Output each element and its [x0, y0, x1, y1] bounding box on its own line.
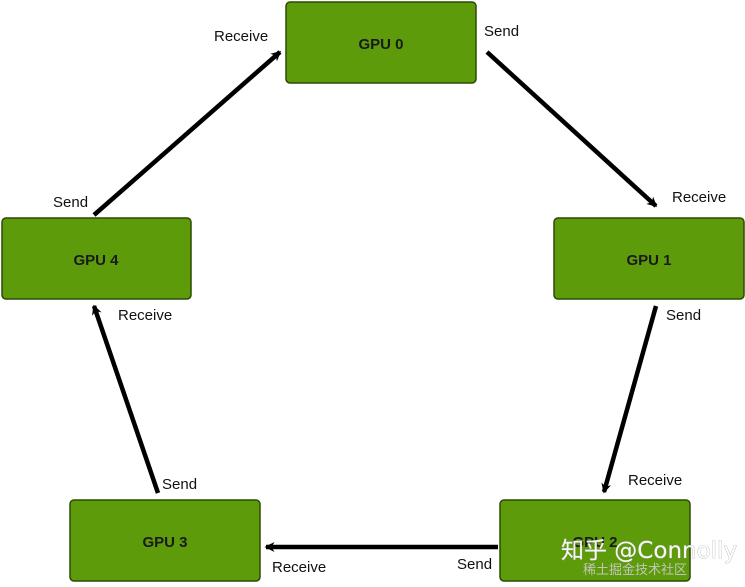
receive-label: Receive — [672, 189, 726, 206]
node-gpu2: GPU 2 — [499, 499, 691, 582]
watermark-subtext: 稀土掘金技术社区 — [583, 562, 687, 578]
edge-gpu3-to-gpu4 — [91, 304, 161, 494]
edge-gpu1-to-gpu2 — [601, 305, 659, 494]
edges — [91, 50, 659, 552]
node-gpu0: GPU 0 — [285, 1, 477, 84]
receive-label: Receive — [628, 472, 682, 489]
node-label: GPU 1 — [626, 252, 671, 269]
node-box — [499, 499, 691, 582]
edge-labels: Send Receive Send Receive Send Receive S… — [53, 23, 726, 576]
receive-label: Receive — [214, 28, 268, 45]
send-label: Send — [53, 194, 88, 211]
node-label: GPU 2 — [572, 534, 617, 551]
send-label: Send — [666, 307, 701, 324]
receive-label: Receive — [118, 307, 172, 324]
watermark-text: 知乎 @Connolly — [561, 538, 737, 564]
edge-gpu4-to-gpu0 — [92, 50, 282, 217]
receive-label: Receive — [272, 559, 326, 576]
send-label: Send — [484, 23, 519, 40]
edge-gpu0-to-gpu1 — [485, 50, 658, 208]
node-box — [69, 499, 261, 582]
node-box — [1, 217, 192, 300]
node-label: GPU 4 — [73, 252, 119, 269]
node-gpu3: GPU 3 — [69, 499, 261, 582]
node-label: GPU 0 — [358, 36, 403, 53]
watermark: 知乎 @Connolly 稀土掘金技术社区 — [561, 538, 738, 578]
send-label: Send — [457, 556, 492, 573]
node-box — [553, 217, 745, 300]
send-label: Send — [162, 476, 197, 493]
node-gpu4: GPU 4 — [1, 217, 192, 300]
node-box — [285, 1, 477, 84]
node-label: GPU 3 — [142, 534, 187, 551]
node-gpu1: GPU 1 — [553, 217, 745, 300]
